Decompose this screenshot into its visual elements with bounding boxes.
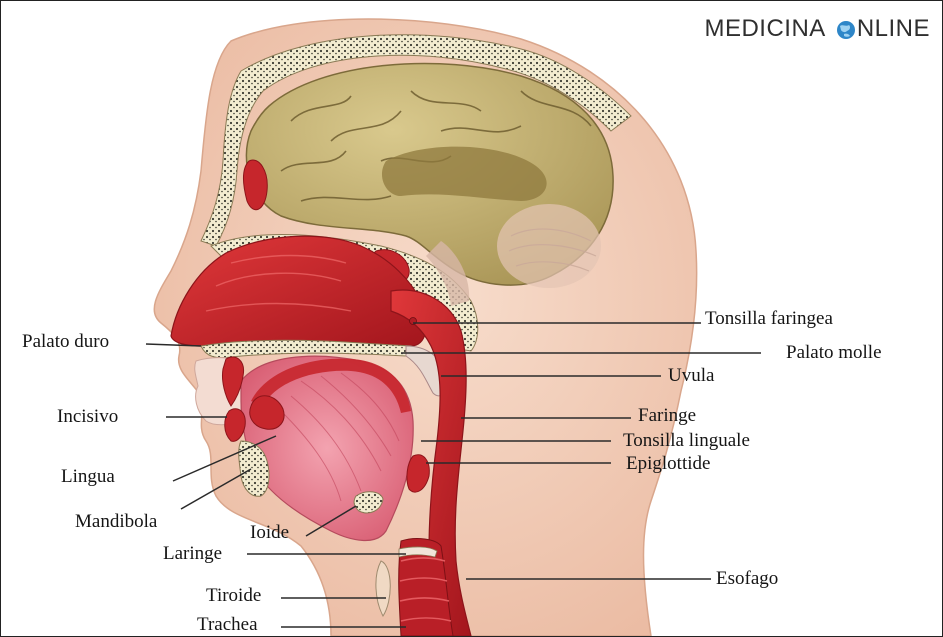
label-uvula: Uvula [668, 366, 714, 385]
brand-logo: MEDICINA NLINE [704, 15, 930, 43]
label-palato-duro: Palato duro [22, 332, 109, 351]
label-trachea: Trachea [197, 615, 258, 634]
label-laringe: Laringe [163, 544, 222, 563]
label-ioide: Ioide [250, 523, 289, 542]
label-tonsilla-linguale: Tonsilla linguale [623, 431, 750, 450]
brand-text-1: MEDICINA [704, 15, 825, 43]
label-epiglottide: Epiglottide [626, 454, 710, 473]
label-mandibola: Mandibola [75, 512, 157, 531]
label-lingua: Lingua [61, 467, 115, 486]
label-incisivo: Incisivo [57, 407, 118, 426]
label-faringe: Faringe [638, 406, 696, 425]
label-palato-molle: Palato molle [786, 343, 882, 362]
label-esofago: Esofago [716, 569, 778, 588]
label-tiroide: Tiroide [206, 586, 261, 605]
label-tonsilla-faringea: Tonsilla faringea [705, 309, 833, 328]
globe-icon [836, 20, 856, 40]
brand-text-2: NLINE [857, 15, 930, 43]
